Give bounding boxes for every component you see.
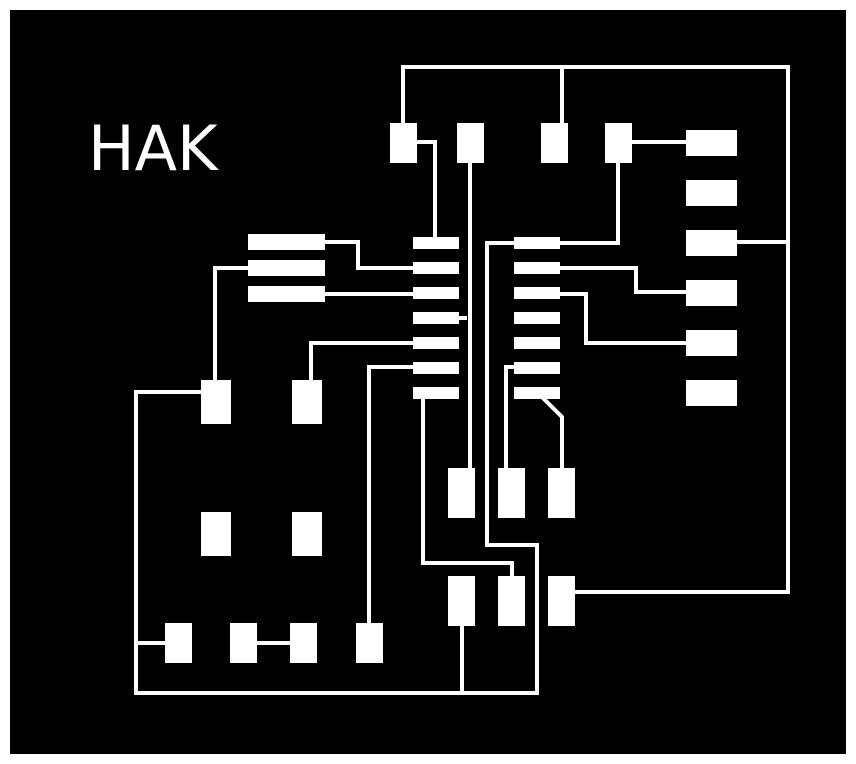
pad <box>498 576 525 626</box>
pad <box>498 468 525 518</box>
pad <box>448 576 475 626</box>
pad <box>514 362 560 374</box>
pad <box>514 337 560 349</box>
pad <box>292 512 322 556</box>
pad <box>248 234 325 250</box>
pad <box>686 130 737 156</box>
pad <box>413 262 459 274</box>
pad <box>548 576 575 626</box>
pad <box>413 387 459 399</box>
trace <box>213 266 250 397</box>
pad <box>390 123 417 163</box>
pad <box>686 180 737 206</box>
pad <box>548 468 575 518</box>
trace <box>134 140 620 695</box>
pad <box>356 623 383 663</box>
copper-traces <box>134 65 790 695</box>
trace <box>535 266 714 294</box>
pad <box>413 312 459 324</box>
pad <box>165 623 192 663</box>
pad <box>605 123 632 163</box>
trace <box>309 341 437 397</box>
trace <box>535 292 714 345</box>
pad <box>686 280 737 306</box>
pad <box>514 287 560 299</box>
pad <box>413 237 459 249</box>
pad <box>292 380 322 424</box>
pad <box>448 468 475 518</box>
pad <box>413 362 459 374</box>
pad <box>457 123 484 163</box>
pad <box>514 312 560 324</box>
trace <box>401 65 790 594</box>
pad <box>514 387 560 399</box>
trace <box>320 240 437 270</box>
pad <box>686 230 737 256</box>
pad <box>290 623 317 663</box>
pad <box>686 330 737 356</box>
pad <box>413 287 459 299</box>
copper-pads <box>165 123 737 663</box>
pad <box>201 512 231 556</box>
board-label: HAK <box>88 112 219 185</box>
pad <box>686 380 737 406</box>
pad <box>413 337 459 349</box>
pad <box>248 286 325 302</box>
pad <box>248 260 325 276</box>
pad <box>541 123 568 163</box>
pad <box>230 623 257 663</box>
pad <box>201 380 231 424</box>
pad <box>514 262 560 274</box>
pad <box>514 237 560 249</box>
